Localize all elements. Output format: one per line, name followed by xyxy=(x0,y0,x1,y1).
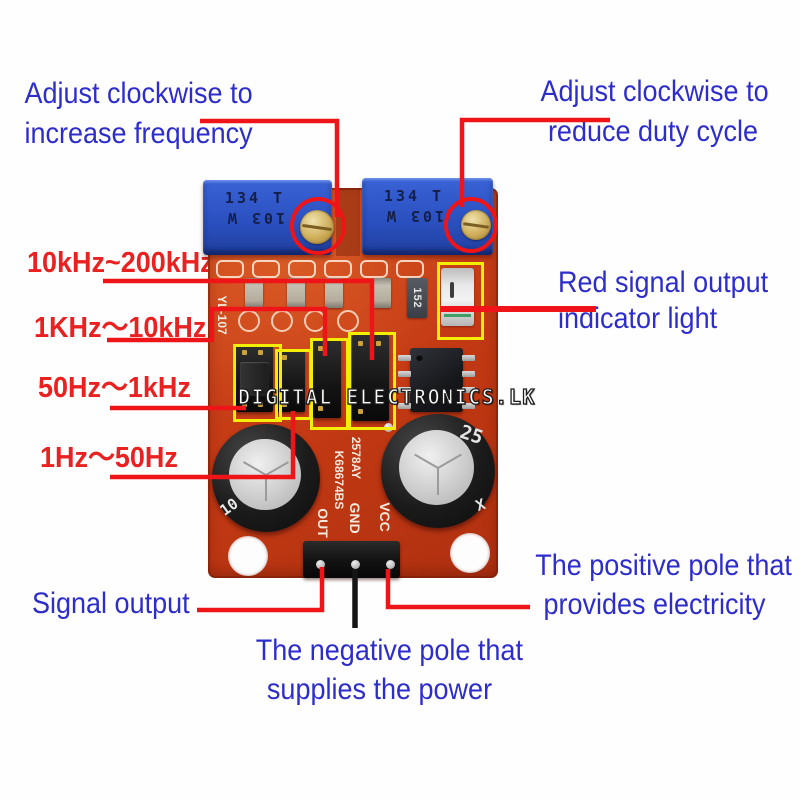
label-range-50hz-1khz: 50Hz～1kHz xyxy=(38,372,191,404)
label-line: Adjust clockwise to xyxy=(540,75,769,108)
label-line: Adjust clockwise to xyxy=(24,77,253,110)
label-signal-output: Signal output xyxy=(32,587,190,620)
mounting-hole xyxy=(450,533,490,573)
gnd-pin xyxy=(351,560,360,569)
pin-label-vcc: VCC xyxy=(377,502,393,532)
label-adjust-frequency: Adjust clockwise to increase frequency xyxy=(24,74,253,154)
ic-pin xyxy=(462,387,475,393)
smd-capacitor xyxy=(373,278,391,308)
label-line: increase frequency xyxy=(24,117,253,150)
label-positive-pole: The positive pole that provides electric… xyxy=(535,546,792,624)
resistor-marking: 152 xyxy=(411,287,423,309)
silkscreen-code-1: 2578AY xyxy=(349,436,363,480)
timer-ic xyxy=(410,348,463,412)
electrolytic-capacitor-left: 10 xyxy=(212,424,320,532)
ic-pin xyxy=(398,387,411,393)
silkscreen-pad xyxy=(396,260,424,278)
silkscreen-pad xyxy=(216,260,244,278)
silkscreen-pad xyxy=(288,260,316,278)
duty-cycle-potentiometer: 134 T 103 W xyxy=(362,178,493,255)
pot-marking: 134 T 103 W xyxy=(370,187,458,225)
highlight-box-1khz xyxy=(310,338,349,430)
frequency-potentiometer: 134 T 103 W xyxy=(203,180,334,255)
ic-pin xyxy=(398,355,411,361)
smd-capacitor xyxy=(287,278,305,308)
electrolytic-capacitor-right: 25 X xyxy=(381,414,495,528)
label-range-10khz-200khz: 10kHz~200kHz xyxy=(27,247,214,279)
label-line: indicator light xyxy=(558,302,718,335)
ic-pin xyxy=(462,371,475,377)
silkscreen-pad xyxy=(360,260,388,278)
pot-marking-top: 134 T xyxy=(224,189,286,207)
label-line: The positive pole that xyxy=(535,549,792,582)
pot-marking-bottom: 103 W xyxy=(383,207,445,225)
duty-screw-icon xyxy=(461,210,491,240)
silkscreen-board-id: YL-107 xyxy=(215,295,229,335)
ic-pin xyxy=(462,355,475,361)
pcb-board: 134 T 103 W 134 T 103 W 152 xyxy=(203,178,498,578)
smd-capacitor xyxy=(245,278,263,308)
pot-marking-bottom: 103 W xyxy=(224,209,286,227)
ic-pin xyxy=(398,403,411,409)
silkscreen-circle xyxy=(238,310,260,332)
signal-led xyxy=(441,268,474,326)
highlight-box-10khz xyxy=(348,332,396,430)
label-line: Red signal output xyxy=(558,266,769,299)
silkscreen-circle xyxy=(271,310,293,332)
pin-label-gnd: GND xyxy=(347,502,363,534)
cap-marking: X xyxy=(473,494,488,516)
label-line: The negative pole that xyxy=(255,634,523,667)
label-range-1hz-50hz: 1Hz～50Hz xyxy=(40,442,178,474)
silkscreen-circle xyxy=(304,310,326,332)
pot-marking: 134 T 103 W xyxy=(211,189,299,227)
label-negative-pole: The negative pole that supplies the powe… xyxy=(255,631,523,709)
board-shadow-strip xyxy=(336,188,360,256)
label-line: reduce duty cycle xyxy=(547,115,759,148)
highlight-box-led xyxy=(437,262,484,340)
mounting-hole xyxy=(228,536,268,576)
vcc-pin xyxy=(386,560,395,569)
jumper-cap xyxy=(240,362,269,396)
label-adjust-duty: Adjust clockwise to reduce duty cycle xyxy=(540,72,769,152)
frequency-screw-icon xyxy=(300,210,334,244)
ic-pin xyxy=(398,371,411,377)
silkscreen-pad xyxy=(252,260,280,278)
silkscreen-code-2: K68674BS xyxy=(332,450,346,510)
smd-resistor: 152 xyxy=(407,278,427,318)
label-led-indicator: Red signal output indicator light xyxy=(558,265,768,337)
pot-marking-top: 134 T xyxy=(383,187,445,205)
ic-pin xyxy=(462,403,475,409)
label-line: supplies the power xyxy=(266,673,493,706)
pin-label-out: OUT xyxy=(315,508,331,538)
watermark: DIGITAL ELECTRONICS.LK xyxy=(237,384,536,409)
label-line: provides electricity xyxy=(543,588,766,621)
jumper-header-1 xyxy=(236,346,273,412)
label-range-1khz-10khz: 1KHz～10kHz xyxy=(34,312,207,344)
silkscreen-pad xyxy=(324,260,352,278)
out-pin xyxy=(316,560,325,569)
smd-capacitor xyxy=(325,278,343,308)
silkscreen-circle xyxy=(337,310,359,332)
